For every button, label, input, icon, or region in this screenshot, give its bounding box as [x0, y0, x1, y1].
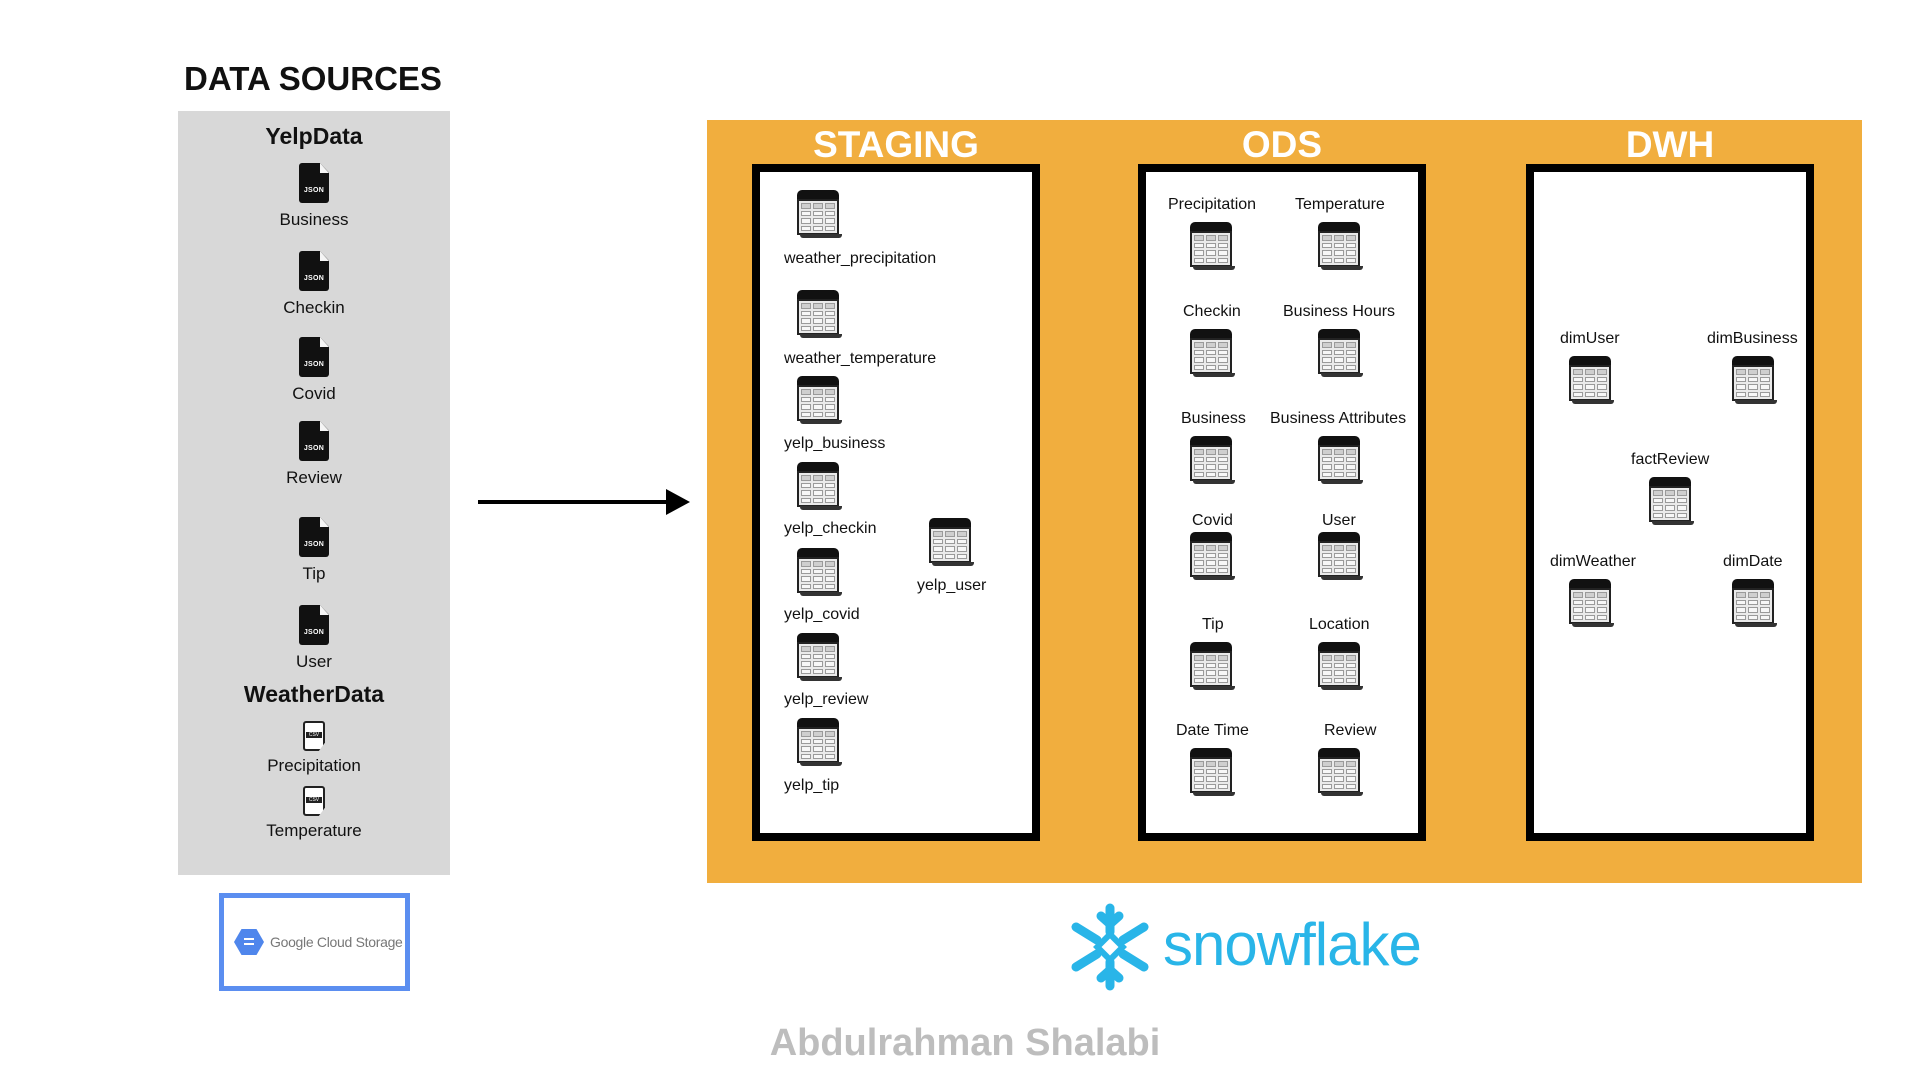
table-label: Covid	[1192, 512, 1233, 529]
google-cloud-storage-logo: Google Cloud Storage	[219, 893, 410, 991]
json-file-icon: JSON	[299, 337, 329, 377]
snowflake-wordmark: snowflake	[1163, 911, 1422, 978]
data-sources-panel: YelpData JSON Business JSON Checkin JSON…	[178, 111, 450, 875]
source-file-covid: JSON Covid	[178, 337, 450, 404]
database-table-icon	[927, 518, 974, 566]
source-label: Temperature	[266, 821, 362, 840]
database-table-icon	[795, 633, 842, 681]
source-file-business: JSON Business	[178, 163, 450, 230]
database-table-icon	[1567, 356, 1614, 404]
database-table-icon	[795, 718, 842, 766]
source-label: Tip	[302, 564, 326, 583]
staging-title: STAGING	[813, 124, 979, 165]
dwh-title: DWH	[1625, 124, 1715, 165]
table-label: Temperature	[1295, 196, 1385, 213]
author-credit: Abdulrahman Shalabi	[769, 1022, 1161, 1064]
database-table-icon	[1730, 579, 1777, 627]
arrow-sources-to-staging	[478, 489, 690, 515]
database-table-icon	[795, 462, 842, 510]
table-label: yelp_business	[784, 435, 886, 452]
source-file-review: JSON Review	[178, 421, 450, 488]
database-table-icon	[1316, 748, 1363, 796]
google-cloud-hex-icon	[234, 929, 264, 955]
table-label: factReview	[1631, 451, 1710, 468]
table-label: Precipitation	[1168, 196, 1257, 213]
table-label: Business	[1181, 410, 1246, 427]
database-table-icon	[795, 190, 842, 238]
database-table-icon	[1316, 642, 1363, 690]
ods-title: ODS	[1241, 124, 1323, 165]
database-table-icon	[1188, 748, 1235, 796]
source-file-tip: JSON Tip	[178, 517, 450, 584]
json-file-icon: JSON	[299, 421, 329, 461]
table-label: dimBusiness	[1707, 330, 1798, 347]
source-label: Covid	[292, 384, 336, 403]
database-table-icon	[795, 290, 842, 338]
table-label: dimUser	[1560, 330, 1620, 347]
table-label: Business Hours	[1283, 303, 1396, 320]
weather-data-group-title: WeatherData	[243, 681, 385, 707]
database-table-icon	[1188, 222, 1235, 270]
table-label: yelp_checkin	[784, 520, 877, 537]
database-table-icon	[1316, 532, 1363, 580]
yelp-data-group-title: YelpData	[265, 123, 363, 149]
table-label: Tip	[1202, 616, 1224, 633]
snowflake-logo: snowflake	[1063, 900, 1463, 1000]
source-label: Precipitation	[267, 756, 361, 775]
json-file-icon: JSON	[299, 605, 329, 645]
csv-file-icon: CSV	[303, 721, 325, 751]
database-table-icon	[1188, 642, 1235, 690]
database-table-icon	[1188, 532, 1235, 580]
database-table-icon	[1188, 436, 1235, 484]
source-file-user: JSON User	[178, 605, 450, 672]
table-label: dimWeather	[1550, 553, 1636, 570]
database-table-icon	[795, 548, 842, 596]
table-label: weather_precipitation	[784, 250, 937, 267]
database-table-icon	[1647, 477, 1694, 525]
database-table-icon	[1316, 329, 1363, 377]
database-table-icon	[1567, 579, 1614, 627]
table-label: yelp_tip	[784, 777, 840, 794]
source-label: Checkin	[283, 298, 345, 317]
ods-box	[1138, 164, 1426, 841]
source-file-precipitation: CSV Precipitation	[178, 721, 450, 776]
table-label: Location	[1309, 616, 1370, 633]
csv-file-icon: CSV	[303, 786, 325, 816]
json-file-icon: JSON	[299, 251, 329, 291]
table-label: weather_temperature	[784, 350, 937, 367]
database-table-icon	[795, 376, 842, 424]
table-label: yelp_covid	[784, 606, 860, 623]
table-label: Date Time	[1176, 722, 1249, 739]
source-file-checkin: JSON Checkin	[178, 251, 450, 318]
source-file-temperature: CSV Temperature	[178, 786, 450, 841]
table-label: Review	[1324, 722, 1377, 739]
database-table-icon	[1316, 222, 1363, 270]
source-label: Business	[279, 210, 349, 229]
source-label: User	[296, 652, 332, 671]
table-label: Checkin	[1183, 303, 1241, 320]
gcs-label: Google Cloud Storage	[270, 934, 403, 950]
data-sources-title: DATA SOURCES	[184, 60, 442, 97]
table-label: Business Attributes	[1270, 410, 1407, 427]
snowflake-icon	[1071, 903, 1149, 991]
database-table-icon	[1188, 329, 1235, 377]
json-file-icon: JSON	[299, 163, 329, 203]
database-table-icon	[1316, 436, 1363, 484]
database-table-icon	[1730, 356, 1777, 404]
table-label: dimDate	[1723, 553, 1783, 570]
json-file-icon: JSON	[299, 517, 329, 557]
table-label: yelp_review	[784, 691, 869, 708]
table-label: yelp_user	[917, 577, 987, 594]
table-label: User	[1322, 512, 1356, 529]
source-label: Review	[286, 468, 342, 487]
